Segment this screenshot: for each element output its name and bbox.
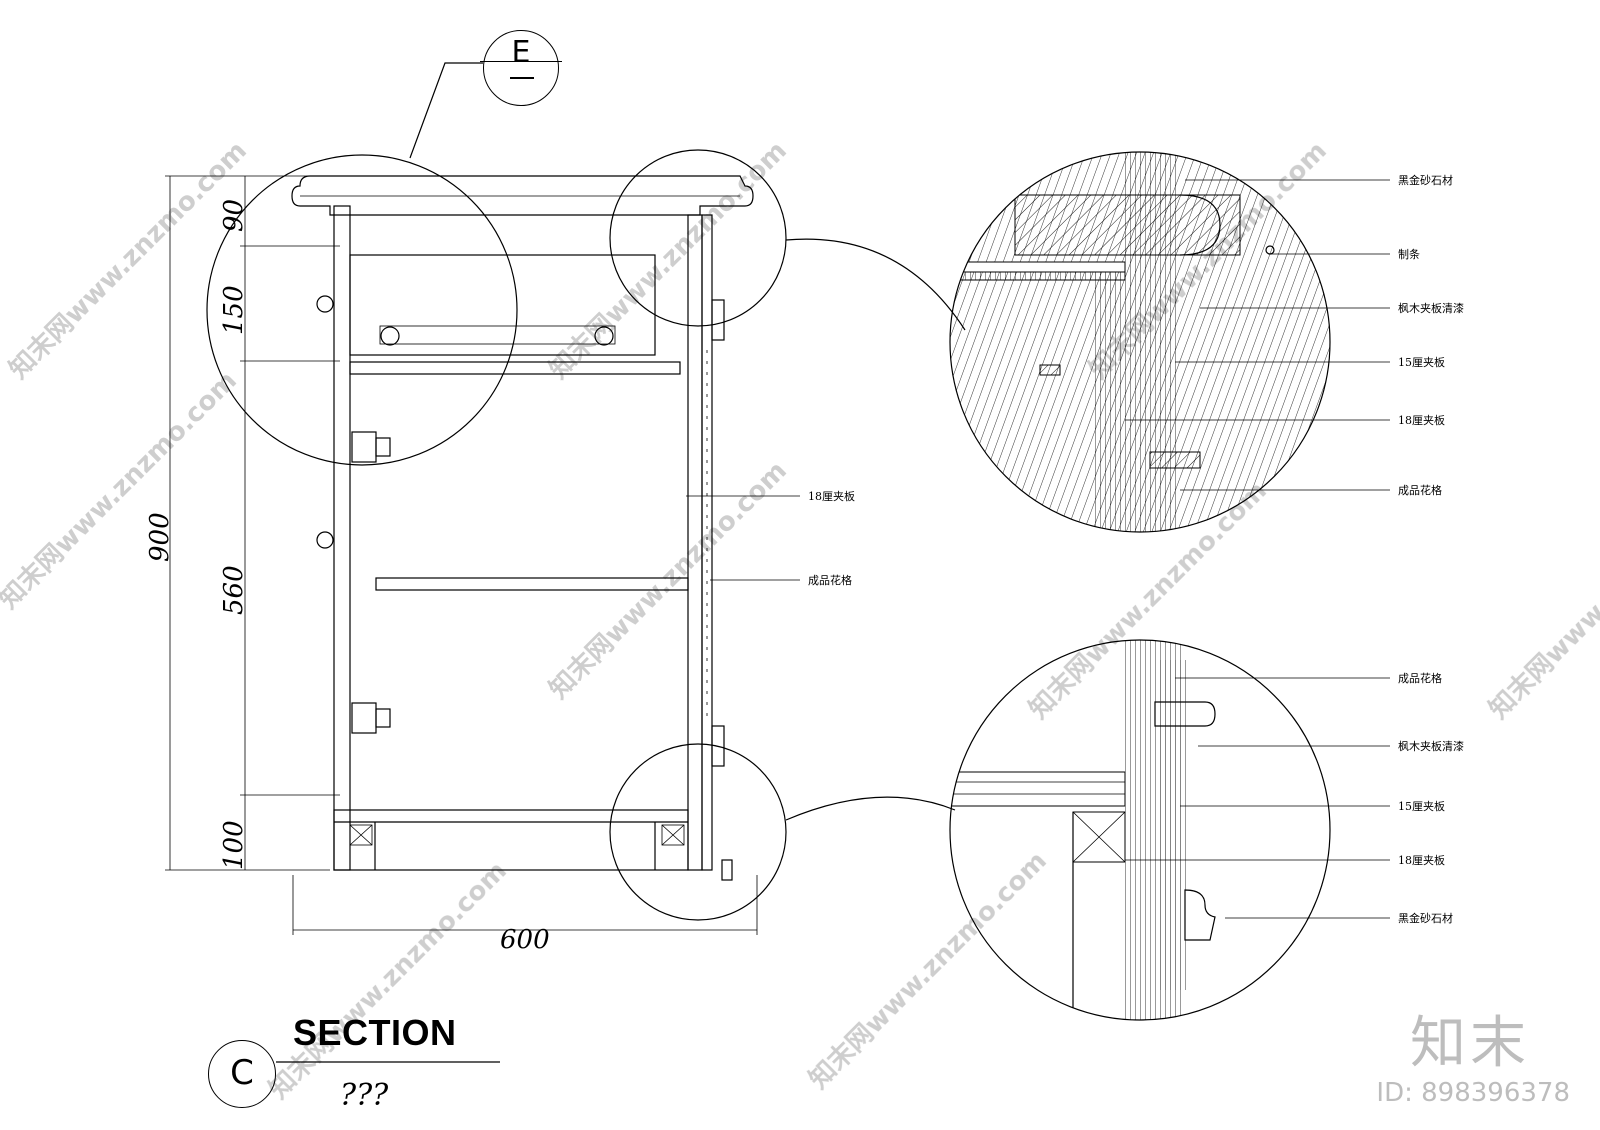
detail-top-label: 枫木夹板清漆 (1398, 301, 1464, 315)
detail-top-leaders (1125, 179, 1390, 491)
connector-top (785, 238, 966, 331)
detail-bottom-label: 枫木夹板清漆 (1398, 739, 1464, 753)
detail-bottom (949, 639, 1331, 1021)
brand-logo: 知末 (1410, 1011, 1530, 1076)
connector-bottom (785, 796, 956, 821)
detail-bottom-label: 成品花格 (1398, 671, 1442, 685)
callout-leader (409, 62, 483, 159)
section-mark: C (208, 1040, 276, 1108)
detail-circle-bottom (609, 743, 787, 921)
cabinet-section (291, 175, 754, 881)
detail-top-label: 制条 (1398, 247, 1420, 261)
detail-top-label: 15厘夹板 (1398, 355, 1445, 369)
label-panel: 18厘夹板 (808, 489, 855, 503)
watermark-text: 知末网www.znzmo.com (544, 136, 793, 385)
watermark-text: 知末网www.znzmo.com (1484, 476, 1600, 725)
dim-upper: 150 (219, 285, 249, 335)
detail-top-label: 黑金砂石材 (1398, 173, 1453, 187)
dim-top: 90 (219, 199, 249, 232)
detail-top (949, 151, 1331, 533)
watermark-text: 知末网www.znzmo.com (0, 366, 243, 615)
detail-bottom-label: 18厘夹板 (1398, 853, 1445, 867)
detail-top-label: 18厘夹板 (1398, 413, 1445, 427)
detail-circle-large (206, 154, 518, 466)
dim-bottom: 100 (219, 820, 249, 870)
detail-bottom-leaders (1125, 677, 1390, 919)
detail-bottom-label: 黑金砂石材 (1398, 911, 1453, 925)
detail-bottom-labels: 成品花格 枫木夹板清漆 15厘夹板 18厘夹板 黑金砂石材 (1398, 671, 1464, 925)
dimension-lines (165, 175, 758, 935)
detail-bottom-label: 15厘夹板 (1398, 799, 1445, 813)
section-subtitle: ??? (340, 1078, 389, 1113)
callout-label: E (511, 35, 531, 70)
detail-top-labels: 黑金砂石材 制条 枫木夹板清漆 15厘夹板 18厘夹板 成品花格 (1398, 173, 1464, 497)
image-id: ID: 898396378 (1376, 1078, 1570, 1108)
watermark-text: 知末网www.znzmo.com (544, 456, 793, 705)
watermark-layer: 知末网www.znzmo.com 知末网www.znzmo.com 知末网www… (0, 136, 1600, 1105)
dim-overall-height: 900 (145, 512, 175, 562)
dim-middle: 560 (219, 565, 249, 615)
detail-circle-top (609, 149, 787, 327)
watermark-text: 知末网www.znzmo.com (804, 846, 1053, 1095)
watermark-text: 知末网www.znzmo.com (264, 856, 513, 1105)
callout-tag: E (480, 30, 562, 106)
dim-width: 600 (500, 925, 550, 955)
section-title: SECTION (293, 1012, 457, 1053)
label-lattice: 成品花格 (808, 573, 852, 587)
detail-top-label: 成品花格 (1398, 483, 1442, 497)
